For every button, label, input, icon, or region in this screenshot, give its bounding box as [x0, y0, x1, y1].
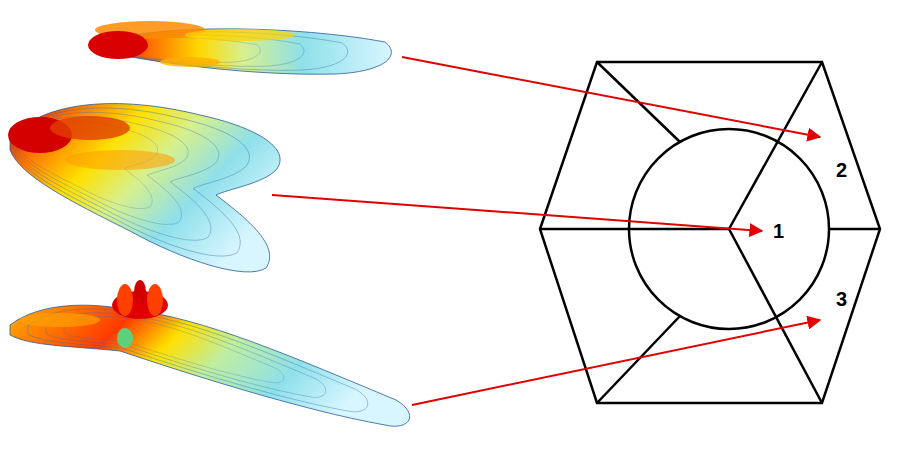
callout-number: 1 [773, 221, 784, 241]
radiation-pattern [8, 104, 280, 272]
callout-number: 3 [836, 289, 847, 309]
callout-number: 2 [836, 160, 847, 180]
radiation-pattern [88, 21, 391, 74]
radiation-pattern [10, 280, 410, 426]
hexagon-cell [540, 62, 880, 403]
leader-arrow [272, 57, 820, 405]
